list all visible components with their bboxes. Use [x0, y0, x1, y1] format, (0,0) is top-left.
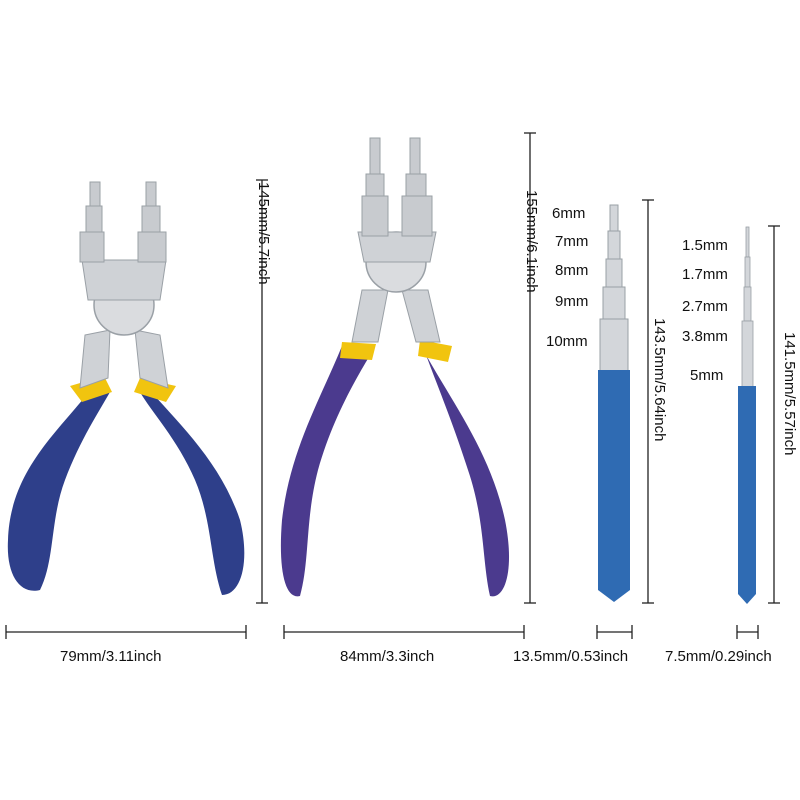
plier-2 [280, 137, 510, 597]
mandrel-2-step-2 [744, 256, 751, 288]
mandrel-2-handle [738, 386, 756, 604]
plier-1-right-neck [134, 329, 169, 389]
plier-1-right-handle [140, 388, 245, 595]
mandrel-1-height-label: 143.5mm/5.64inch [651, 318, 668, 442]
plier-2-right-band [418, 340, 452, 362]
mandrel-2-step-1 [745, 226, 750, 258]
mandrel-1-width-label: 13.5mm/0.53inch [513, 648, 629, 665]
plier-2-left-tip-1 [369, 137, 381, 175]
mandrel-2-width-label: 7.5mm/0.29inch [665, 648, 772, 665]
mandrel-1-size-label: 7mm [555, 233, 589, 250]
plier-2-left-handle [280, 346, 372, 597]
mandrel-1-handle [598, 370, 630, 602]
plier-1-left-neck [79, 329, 111, 389]
mandrel-1-size-label: 6mm [552, 205, 586, 222]
plier-2-left-band [340, 342, 376, 360]
mandrel-2-size-label: 5mm [690, 367, 724, 384]
plier-2-left-tip-2 [365, 173, 385, 197]
plier-2-right-tip-2 [405, 173, 427, 197]
mandrel-2-step-4 [741, 320, 754, 388]
mandrel-1-size-label: 8mm [555, 262, 589, 279]
mandrel-2-size-label: 3.8mm [682, 328, 728, 345]
plier-2-right-neck [401, 289, 441, 343]
plier-2-right-tip-3 [401, 195, 433, 237]
plier-2-right-tip-1 [409, 137, 421, 175]
mandrel-1-step-2 [607, 230, 621, 260]
mandrel-1-size-label: 9mm [555, 293, 589, 310]
mandrel-1-step-4 [602, 286, 626, 320]
plier-1-height-label: 145mm/5.7inch [255, 182, 272, 285]
mandrel-1-size-label: 10mm [546, 333, 588, 350]
plier-2-right-handle [420, 344, 510, 597]
plier-2-left-tip-3 [361, 195, 389, 237]
dimension-lines [5, 132, 780, 639]
mandrel-1-step-5 [599, 318, 629, 372]
mandrel-2 [738, 226, 756, 604]
plier-1-jaw-base [81, 259, 167, 301]
plier-1-left-tip-3 [79, 231, 105, 263]
mandrel-2-size-label: 1.7mm [682, 266, 728, 283]
plier-2-height-label: 155mm/6.1inch [523, 190, 540, 293]
mandrel-1-step-3 [605, 258, 623, 288]
mandrel-1-step-1 [609, 204, 619, 232]
plier-1-left-handle [7, 388, 111, 591]
plier-1-left-band [70, 376, 112, 402]
plier-2-left-neck [351, 289, 389, 343]
mandrel-1 [598, 204, 630, 602]
plier-1-right-tip-1 [145, 181, 157, 207]
plier-1-left-tip-2 [85, 205, 103, 233]
plier-1-right-tip-2 [141, 205, 161, 233]
mandrel-2-size-label: 1.5mm [682, 237, 728, 254]
plier-1-right-tip-3 [137, 231, 167, 263]
plier-2-width-label: 84mm/3.3inch [340, 648, 435, 665]
plier-1 [7, 181, 245, 595]
mandrel-2-step-3 [743, 286, 752, 322]
mandrel-2-height-label: 141.5mm/5.57inch [781, 332, 798, 456]
plier-1-left-tip-1 [89, 181, 101, 207]
mandrel-2-size-label: 2.7mm [682, 298, 728, 315]
plier-1-width-label: 79mm/3.11inch [60, 648, 162, 665]
